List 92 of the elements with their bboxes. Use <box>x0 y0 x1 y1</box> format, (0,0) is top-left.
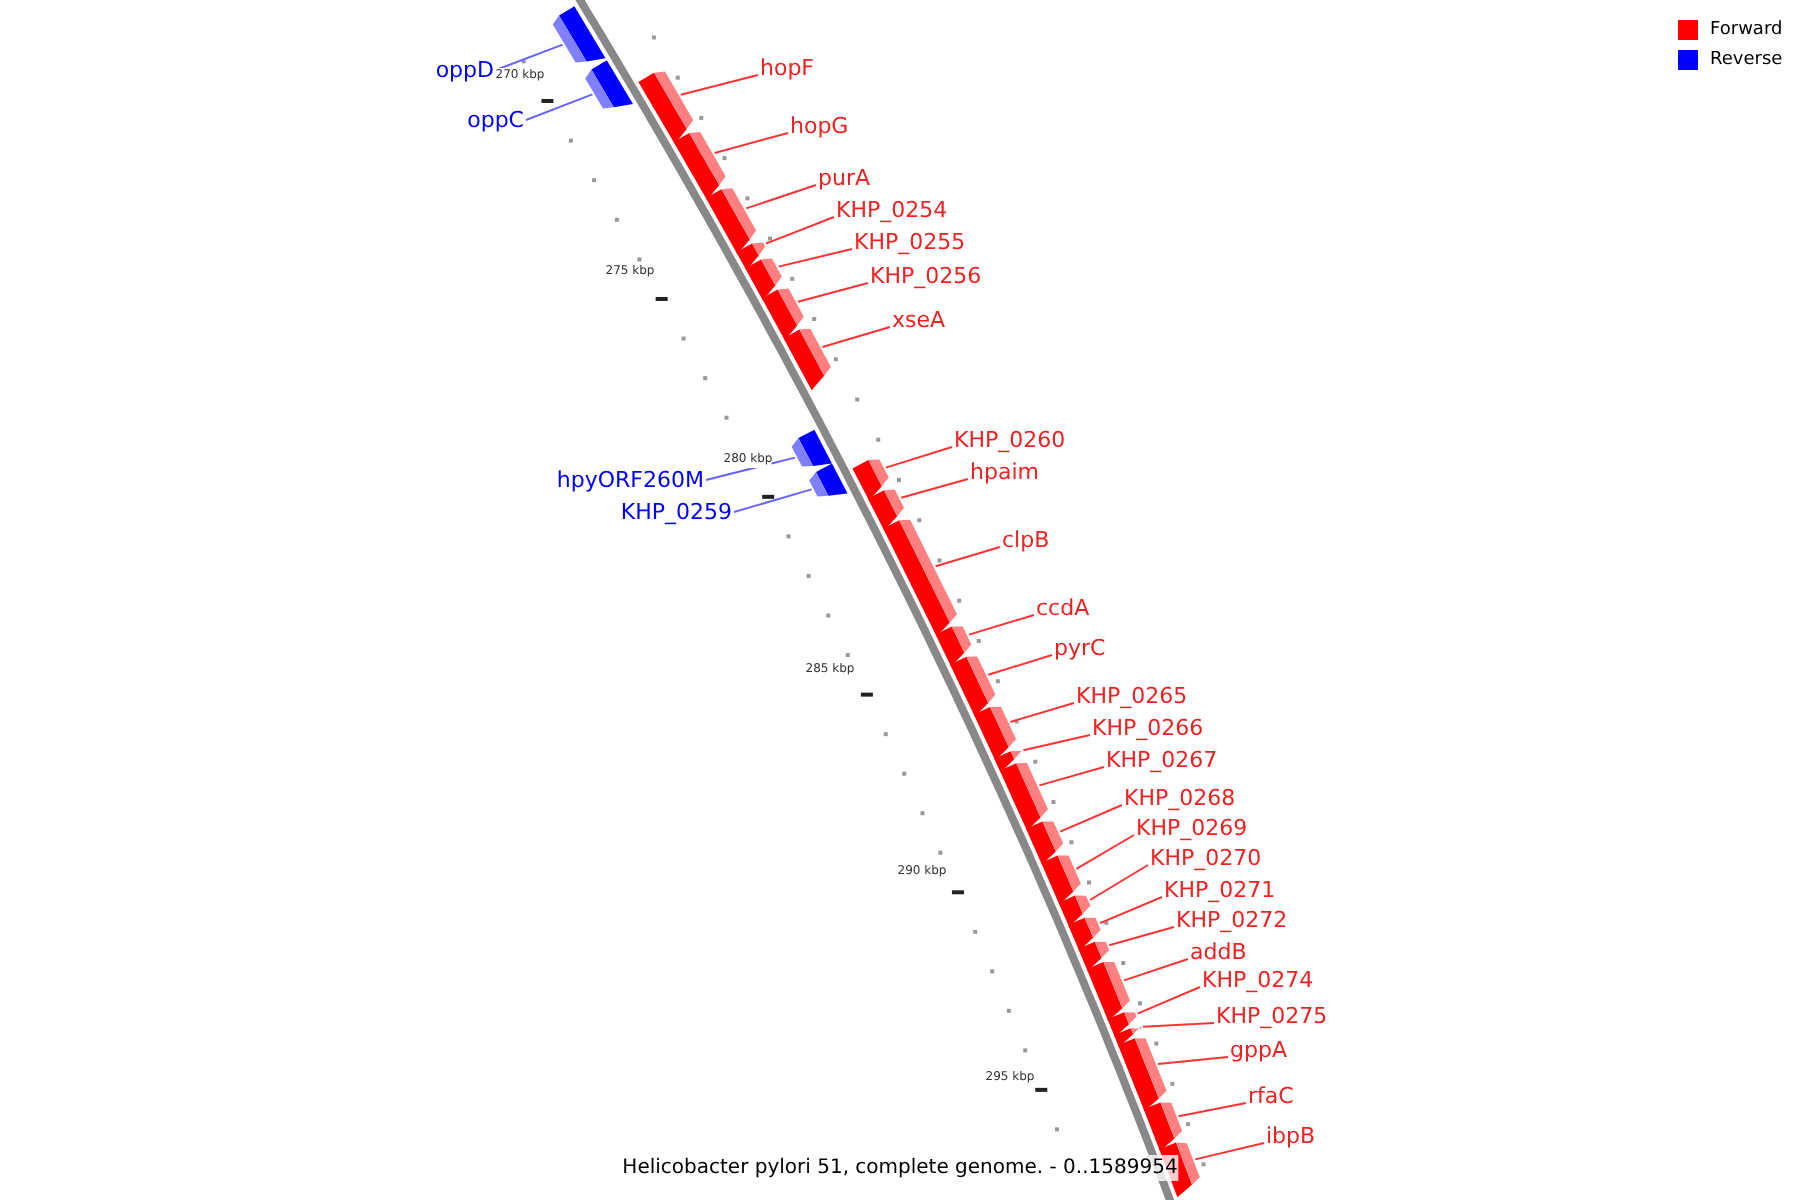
gene-segment <box>950 656 996 717</box>
gene-label: hpyORF260M <box>556 467 704 493</box>
gene-label: oppC <box>467 107 524 133</box>
gene-segment <box>552 6 606 63</box>
leader-line <box>1177 1102 1247 1118</box>
gene-segment <box>1143 1102 1183 1152</box>
leader-line <box>495 43 564 71</box>
gene-segment <box>1107 1012 1137 1037</box>
leader-line <box>1123 958 1189 982</box>
leader-line <box>968 614 1035 636</box>
leader-line <box>1136 986 1201 1015</box>
leader-line <box>987 654 1053 676</box>
gene-segment <box>1078 941 1110 971</box>
gene-segment <box>736 242 766 271</box>
gene-segment <box>852 459 889 501</box>
leader-line <box>900 478 969 499</box>
gene-segment <box>783 328 831 391</box>
leader-line <box>713 132 789 154</box>
gene-segment <box>935 626 972 667</box>
gene-label: oppD <box>435 57 494 83</box>
gene-label: KHP_0255 <box>854 229 966 255</box>
leader-line <box>1157 1056 1229 1065</box>
leader-line <box>705 456 796 481</box>
leader-line <box>745 184 817 210</box>
gene-label: pyrC <box>1054 635 1106 661</box>
gene-label: hopF <box>760 55 815 81</box>
gene-segment <box>638 71 694 144</box>
gene-segment <box>1058 895 1091 927</box>
gene-label: KHP_0260 <box>954 427 1066 453</box>
gene-label: KHP_0256 <box>870 263 982 289</box>
gene-segment <box>867 489 904 531</box>
leader-line <box>777 248 853 268</box>
legend-label: Reverse <box>1710 48 1783 74</box>
leader-line <box>679 74 759 96</box>
gene-label: KHP_0270 <box>1150 845 1262 871</box>
gene-label: KHP_0254 <box>836 197 948 223</box>
leader-line <box>733 488 813 513</box>
gene-segment <box>1041 855 1081 905</box>
leader-line <box>1022 734 1091 752</box>
gene-label: addB <box>1190 939 1247 965</box>
gene-segment <box>745 258 782 301</box>
gene-label: KHP_0268 <box>1124 785 1236 811</box>
gene-label: hpaim <box>970 459 1039 485</box>
gene-label: xseA <box>892 307 946 333</box>
gene-label: hopG <box>790 113 849 139</box>
leader-line <box>1059 804 1123 833</box>
legend-label: Forward <box>1710 18 1783 44</box>
gene-segment <box>1026 821 1064 865</box>
gene-label: purA <box>818 165 871 191</box>
leader-line <box>1142 1022 1215 1028</box>
gene-label: KHP_0267 <box>1106 747 1218 773</box>
gene-segment <box>883 519 957 637</box>
gene-segment <box>1118 1038 1167 1111</box>
leader-line <box>1194 1142 1265 1161</box>
gene-label: rfaC <box>1248 1083 1294 1109</box>
gene-label: KHP_0266 <box>1092 715 1204 741</box>
leader-line <box>821 326 891 348</box>
leader-line <box>1099 896 1163 925</box>
gene-segment <box>999 763 1048 831</box>
gene-segment <box>1068 917 1101 951</box>
leader-line <box>525 93 594 121</box>
gene-segment <box>994 751 1022 773</box>
gene-label: KHP_0265 <box>1076 683 1188 709</box>
gene-label: ibpB <box>1266 1123 1316 1149</box>
gene-segment <box>761 288 804 341</box>
gene-segment <box>705 188 757 255</box>
leader-line <box>1108 926 1175 947</box>
leader-line <box>1009 702 1075 723</box>
gene-segment <box>809 463 848 497</box>
gene-label: KHP_0272 <box>1176 907 1288 933</box>
gene-segment <box>1114 1026 1142 1047</box>
gene-label: ccdA <box>1036 595 1090 621</box>
gene-label: KHP_0269 <box>1136 815 1248 841</box>
leader-line <box>1075 834 1135 870</box>
leader-line <box>1089 864 1149 901</box>
gene-label: KHP_0259 <box>620 499 732 525</box>
caption: Helicobacter pylori 51, complete genome. - 0..1589954 <box>622 1155 1178 1181</box>
leader-line <box>797 282 869 303</box>
gene-label: clpB <box>1002 527 1050 553</box>
gene-label: KHP_0271 <box>1164 877 1276 903</box>
gene-segment <box>973 706 1016 761</box>
gene-segment <box>585 60 633 109</box>
gene-label: KHP_0274 <box>1202 967 1314 993</box>
leader-line <box>1038 766 1105 787</box>
gene-segment <box>791 429 832 467</box>
leader-line <box>764 216 835 245</box>
gene-segment <box>1086 962 1130 1021</box>
leader-line <box>884 446 953 469</box>
gene-label: KHP_0275 <box>1216 1003 1328 1029</box>
gene-segment <box>673 132 726 200</box>
leader-line <box>934 546 1001 568</box>
gene-label: gppA <box>1230 1037 1287 1063</box>
